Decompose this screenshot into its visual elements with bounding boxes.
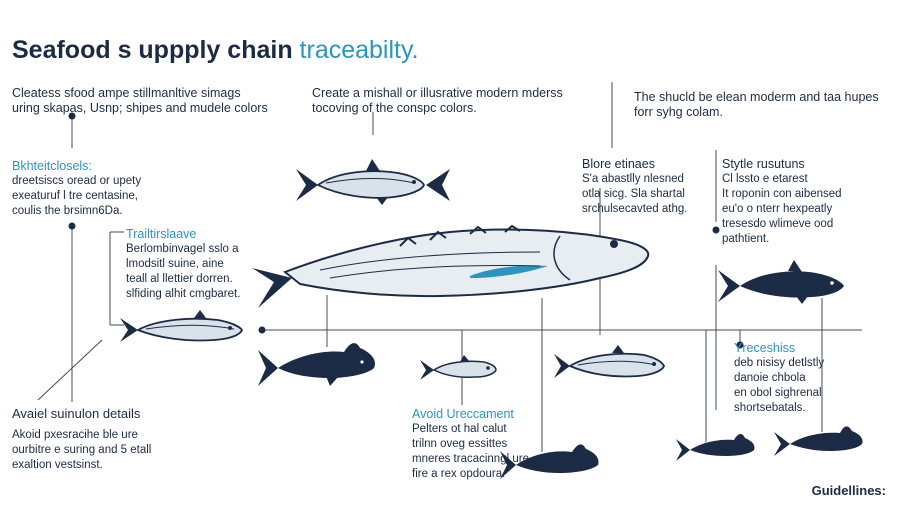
note-heading: Bkhteitclosels:	[12, 159, 92, 173]
note-line: srchulsecavted athg.	[582, 203, 688, 215]
note-line: It roponin con aibensed	[722, 188, 842, 200]
connector-diagonal	[37, 339, 103, 401]
shark-icon	[676, 434, 755, 461]
note-line: pathtient.	[722, 233, 770, 245]
intro-right-line: The shucld be elean moderm and taa hupes	[634, 90, 879, 104]
note-line: S'a abastlly nlesned	[582, 173, 684, 185]
note-line: shortsebatals.	[734, 402, 806, 414]
note-heading: Blore etinaes	[582, 157, 655, 171]
note-line: teall al llettier dorren.	[126, 273, 233, 285]
note-line: ourbitre e suring and 5 etall	[12, 444, 152, 456]
note-line: tresesdo wlimeve ood	[722, 218, 834, 230]
intro-right-line: forr syhg colam.	[634, 105, 723, 119]
note-line: exeaturuf l tre centasine,	[12, 190, 138, 202]
tuna-icon	[718, 260, 844, 304]
note-bottom-center: Avoid Ureccament Pelters ot hal calut tr…	[412, 406, 529, 482]
tuna-icon	[120, 310, 244, 342]
note-heading: Stytle rusutuns	[722, 157, 805, 171]
note-line: Pelters ot hal calut	[412, 423, 507, 435]
intro-left-line: uring skapas, Usnp; shipes and mudele co…	[12, 101, 268, 115]
note-lower-right: Yreceshiss deb nisisy detlstly danoie ch…	[734, 340, 824, 416]
note-heading: Trailtirslaave	[126, 227, 197, 241]
note-heading: Avoid Ureccament	[412, 407, 514, 421]
intro-center-line: Create a mishall or illusrative modern m…	[312, 86, 563, 100]
page-title: Seafood s uppply chain traceabilty.	[12, 36, 419, 65]
shark-icon	[500, 444, 599, 479]
dot	[736, 341, 744, 349]
dot	[68, 112, 76, 120]
tuna-icon	[554, 345, 665, 378]
note-line: lmodsitl suine, aine	[126, 258, 224, 270]
note-mid-left: Trailtirslaave Berlombinvagel sslo a lmo…	[126, 226, 240, 302]
note-line: trilnn oveg essittes	[412, 438, 508, 450]
tuna-icon	[296, 159, 450, 205]
note-line: dreetsiscs oread or upety	[12, 175, 142, 187]
note-line: otla sicg. Sla shartal	[582, 188, 685, 200]
note-line: fire a rex opdoura.	[412, 468, 506, 480]
title-main: Seafood s uppply chain	[12, 36, 293, 64]
note-line: eu'o o nterr hexpeatly	[722, 203, 833, 215]
mackerel-icon	[420, 355, 497, 380]
note-line: en obol sighrenal	[734, 387, 822, 399]
note-line: slfiding alhit cmgbaret.	[126, 288, 241, 300]
note-right: Stytle rusutuns Cl lssto e etarest It ro…	[722, 156, 842, 247]
note-line: Berlombinvagel sslo a	[126, 243, 239, 255]
intro-center: Create a mishall or illusrative modern m…	[312, 86, 563, 116]
note-top-left: Bkhteitclosels: dreetsiscs oread or upet…	[12, 158, 141, 219]
note-line: coulis the brsimn6Da.	[12, 205, 123, 217]
note-line: mneres tracacinngl ure	[412, 453, 529, 465]
title-accent: traceabilty.	[299, 36, 419, 64]
large-fish-icon	[252, 224, 650, 308]
note-heading: Avaiel suinulon details	[12, 406, 141, 421]
note-line: danoie chbola	[734, 372, 806, 384]
note-heading: Yreceshiss	[734, 341, 796, 355]
intro-right: The shucld be elean moderm and taa hupes…	[634, 90, 879, 120]
note-line: exaltion vestsinst.	[12, 459, 103, 471]
intro-left-line: Cleatess sfood ampe stillmanltive simags	[12, 86, 241, 100]
footer-label: Guidellines:	[811, 483, 886, 498]
shark-icon	[774, 426, 863, 456]
intro-left: Cleatess sfood ampe stillmanltive simags…	[12, 86, 268, 116]
intro-center-line: tocoving of the conspc colors.	[312, 101, 477, 115]
note-center-right: Blore etinaes S'a abastlly nlesned otla …	[582, 156, 687, 217]
dot	[68, 222, 76, 230]
note-line: Cl lssto e etarest	[722, 173, 808, 185]
connector-dots	[68, 112, 744, 349]
note-line: deb nisisy detlstly	[734, 357, 825, 369]
dot	[712, 226, 720, 234]
note-line: Akoid pxesracihe ble ure	[12, 429, 138, 441]
shark-icon	[258, 343, 376, 386]
note-bottom-left: Avaiel suinulon details Akoid pxesracihe…	[12, 406, 151, 473]
connector-lines	[37, 82, 862, 452]
dot	[258, 326, 266, 334]
